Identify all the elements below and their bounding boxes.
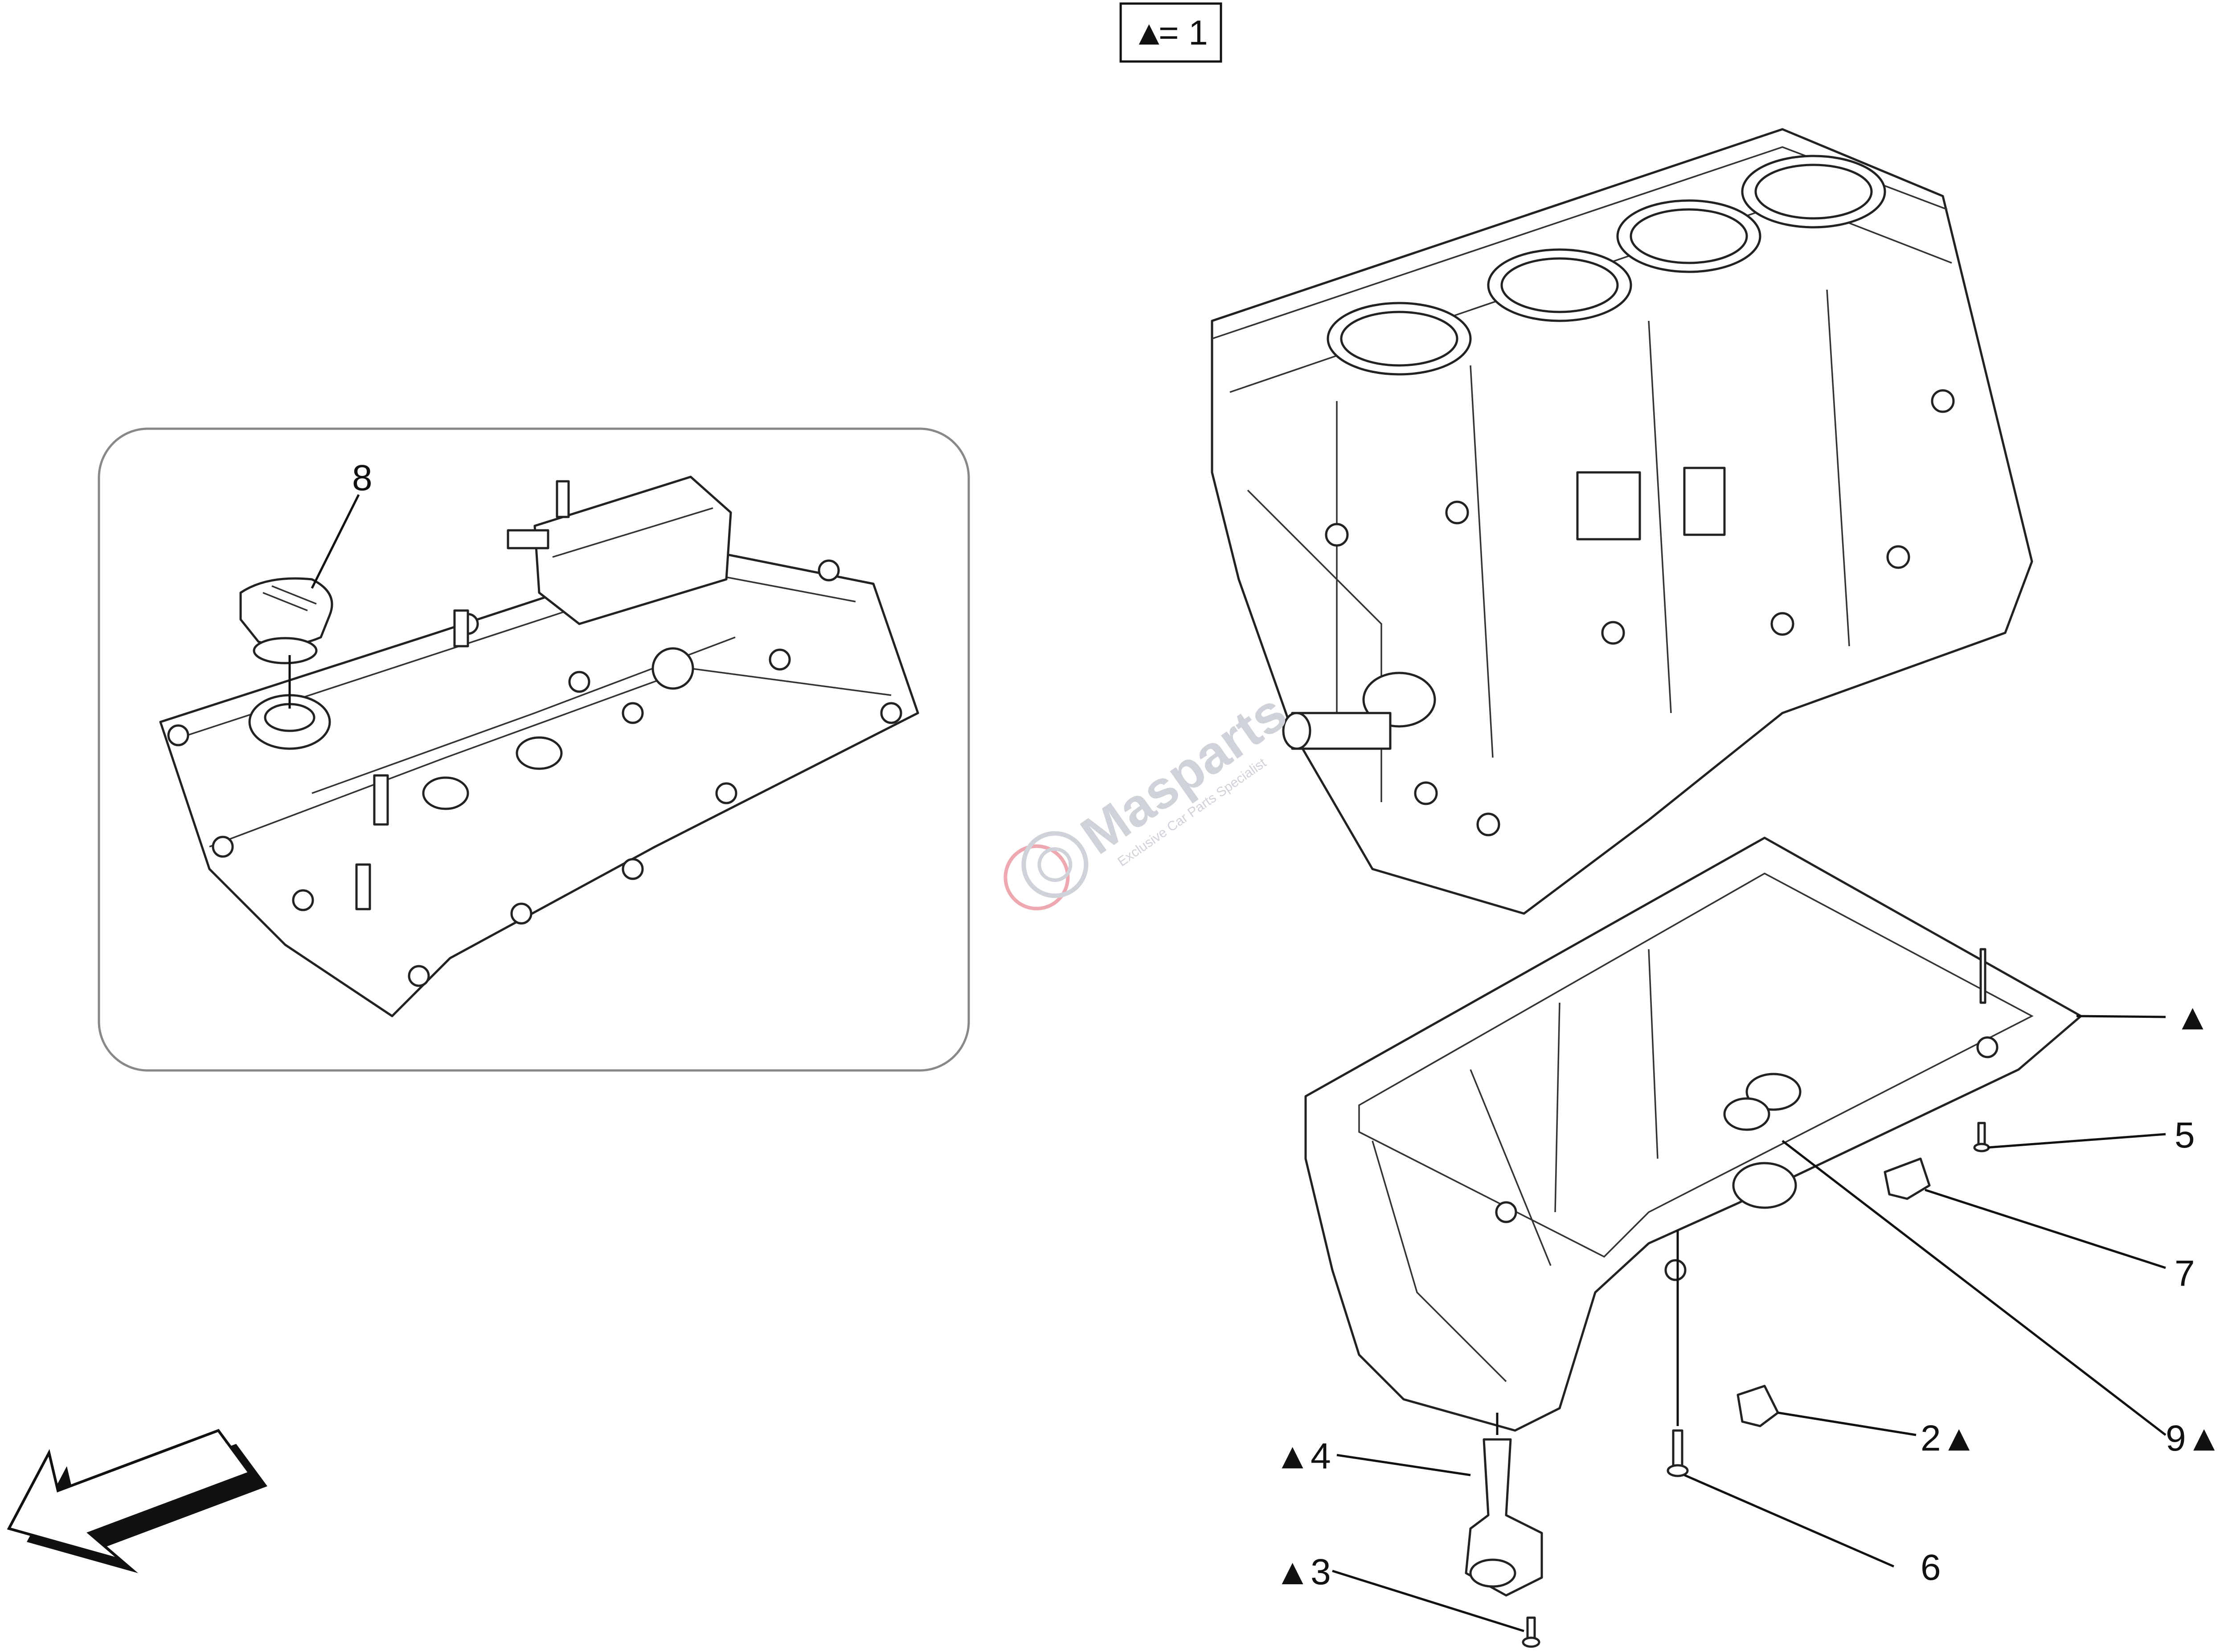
legend-symbol: ▲ — [1132, 13, 1166, 52]
callout-3: ▲3 — [1274, 1552, 1331, 1592]
watermark-logo-icon — [1003, 831, 1089, 910]
callout-6: 6 — [1921, 1547, 1941, 1588]
watermark: Masparts Exclusive Car Parts Specialist — [1003, 682, 1297, 910]
engine-block-drawing — [1211, 128, 2033, 915]
callout-2: 2▲ — [1921, 1418, 1977, 1459]
callout-9: 9▲ — [2166, 1418, 2222, 1459]
valve-cover-drawing — [159, 476, 919, 1017]
callout-8: 8 — [352, 458, 373, 498]
callout-triangle: ▲ — [2175, 997, 2211, 1037]
callout-7: 7 — [2175, 1253, 2195, 1294]
legend-box: ▲ = 1 — [1119, 2, 1222, 63]
direction-arrow-icon — [7, 1429, 267, 1573]
oil-pan-drawing — [1304, 836, 2082, 1432]
small-parts — [1465, 948, 1990, 1648]
callout-4: ▲4 — [1274, 1436, 1331, 1476]
callout-5: 5 — [2175, 1115, 2195, 1156]
callout-labels: 8 ▲ 5 7 9▲ 2▲ 6 ▲4 ▲3 — [352, 458, 2222, 1592]
leader-lines — [288, 494, 2167, 1632]
legend-text: = 1 — [1159, 13, 1208, 52]
watermark-brand: Masparts — [1070, 682, 1297, 866]
